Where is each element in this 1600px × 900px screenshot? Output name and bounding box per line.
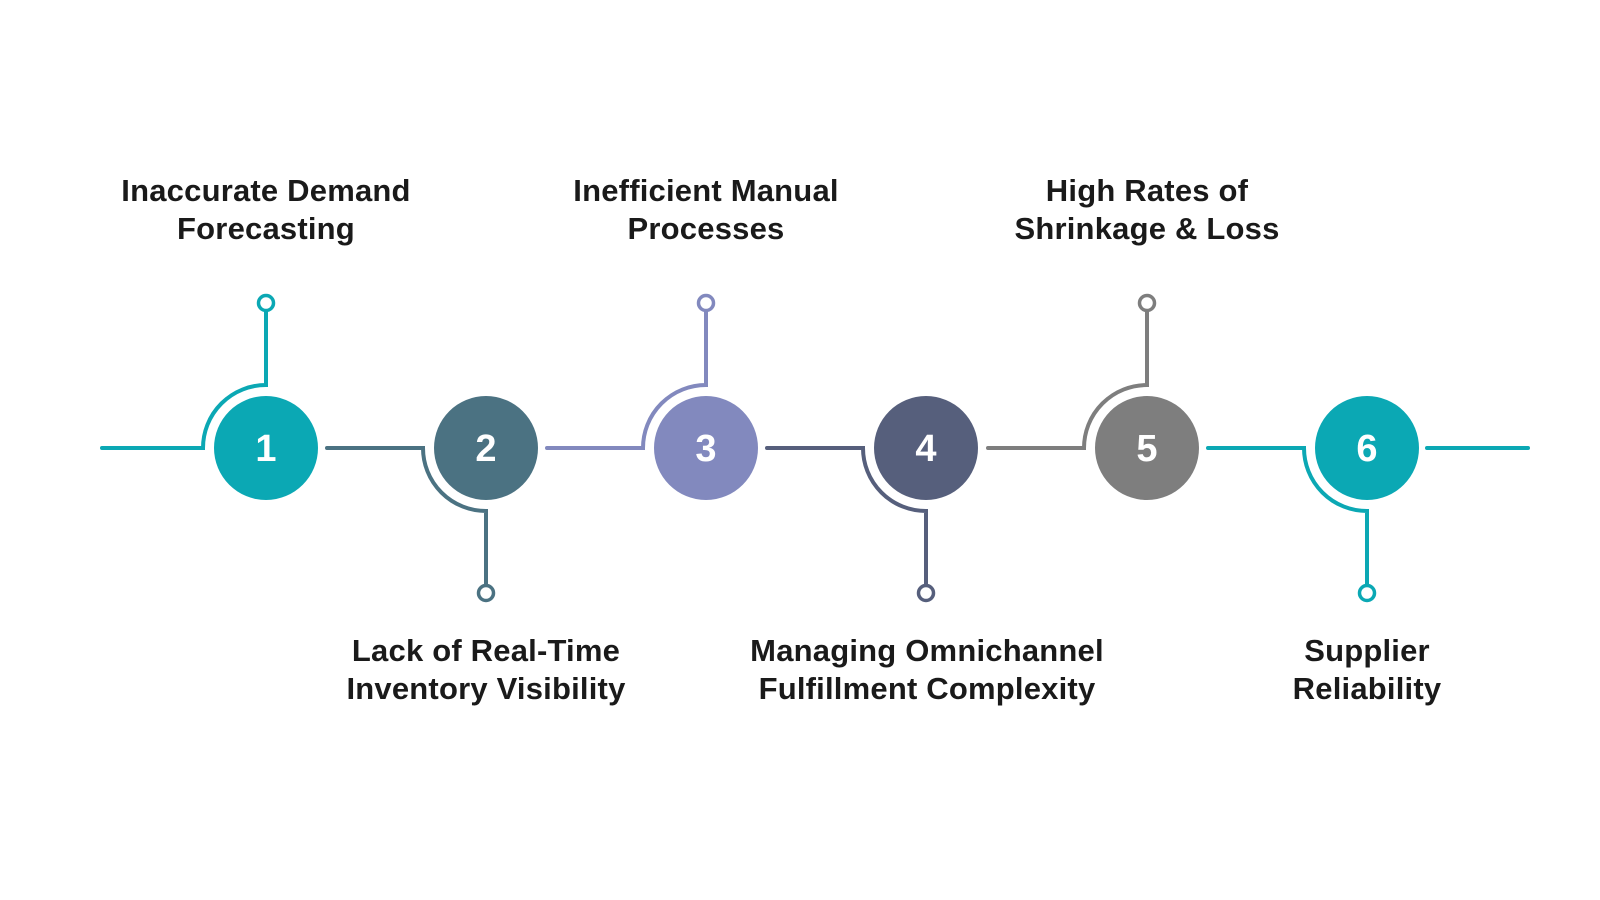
- step-circle-3: [654, 396, 758, 500]
- step-circle-2: [434, 396, 538, 500]
- endpoint-ring-1: [256, 293, 276, 313]
- connector-step-6: [1206, 446, 1369, 586]
- step-label-2: Lack of Real-Time Inventory Visibility: [346, 633, 626, 706]
- step-number-2: 2: [475, 428, 496, 470]
- connector-step-2: [325, 446, 488, 586]
- step-label-1: Inaccurate Demand Forecasting: [121, 173, 411, 246]
- step-label-6: Supplier Reliability: [1292, 633, 1442, 706]
- connector-step-3: [545, 310, 708, 450]
- step-number-3: 3: [695, 428, 716, 470]
- step-number-4: 4: [915, 428, 936, 470]
- step-number-6: 6: [1356, 428, 1377, 470]
- endpoint-ring-4: [916, 583, 936, 603]
- endpoint-ring-2: [476, 583, 496, 603]
- endpoint-ring-3: [696, 293, 716, 313]
- connector-step-5: [986, 310, 1149, 450]
- endpoint-ring-5: [1137, 293, 1157, 313]
- step-circle-4: [874, 396, 978, 500]
- step-number-5: 5: [1136, 428, 1157, 470]
- connector-step-4: [765, 446, 928, 586]
- connector-step-1: [100, 310, 268, 450]
- step-circle-5: [1095, 396, 1199, 500]
- step-circle-1: [214, 396, 318, 500]
- step-label-3: Inefficient Manual Processes: [573, 173, 839, 246]
- endpoint-ring-6: [1357, 583, 1377, 603]
- step-label-5: High Rates of Shrinkage & Loss: [1014, 173, 1280, 246]
- step-circle-6: [1315, 396, 1419, 500]
- step-number-1: 1: [255, 428, 276, 470]
- step-label-4: Managing Omnichannel Fulfillment Complex…: [750, 633, 1104, 706]
